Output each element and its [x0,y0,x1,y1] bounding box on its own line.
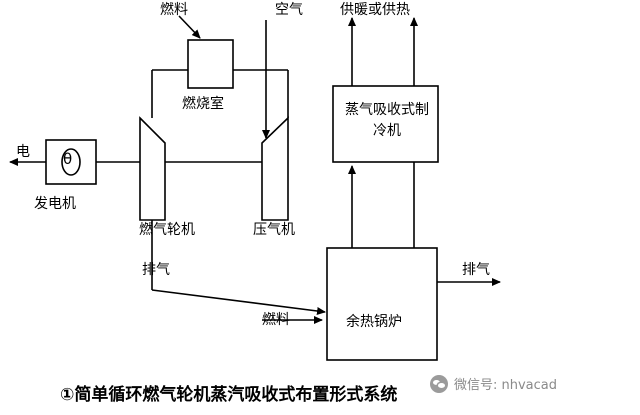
generator-symbol-ellipse [61,148,81,176]
gas-turbine-shape [139,116,166,221]
watermark: 微信号: nhvacad [430,374,557,393]
label-heat-supply: 供暖或供热 [340,2,410,18]
compressor-shape [261,116,289,221]
fuel-to-combustor-arrow [178,15,201,39]
label-gas-turbine: 燃气轮机 [139,222,195,238]
label-compressor: 压气机 [253,222,295,238]
absorption-chiller-box [332,85,439,163]
label-generator-symbol: θ [63,150,73,168]
combustor-box [187,39,234,89]
watermark-text: 微信号: nhvacad [454,378,558,393]
label-electricity: 电 [16,144,30,160]
diagram-title: ①简单循环燃气轮机蒸汽吸收式布置形式系统 [60,385,398,405]
label-air: 空气 [275,2,303,18]
wechat-icon [430,374,448,393]
waste-heat-boiler-box [326,247,438,361]
label-exhaust-right: 排气 [462,262,490,278]
label-combustor: 燃烧室 [182,96,224,112]
label-waste-heat-boiler: 余热锅炉 [346,314,402,330]
label-generator: 发电机 [34,196,76,212]
label-fuel-top: 燃料 [160,2,188,18]
label-exhaust-left: 排气 [142,262,170,278]
label-fuel-bottom: 燃料 [262,312,290,328]
label-absorption-chiller: 蒸气吸收式制冷机 [345,102,429,139]
exhaust-to-boiler-arrow [151,289,326,315]
